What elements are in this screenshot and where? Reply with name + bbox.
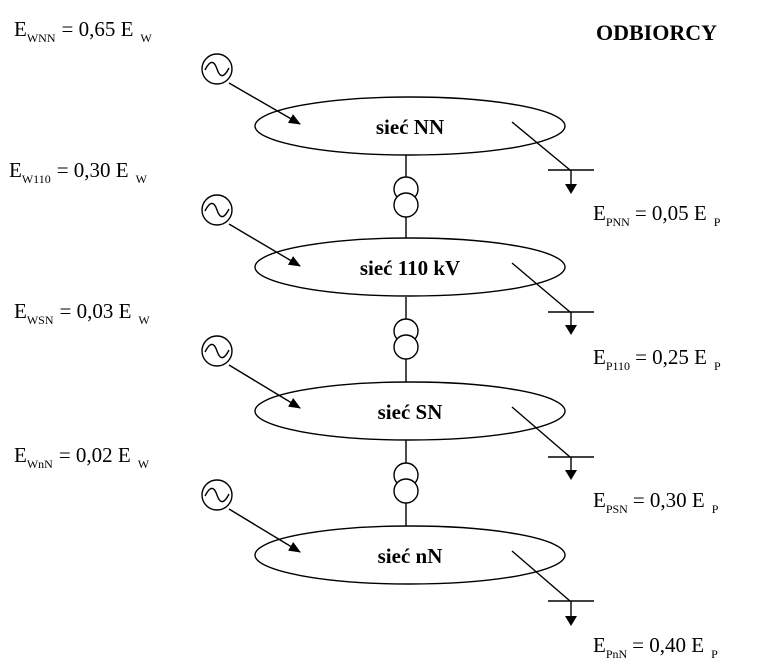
generator-sn xyxy=(201,335,301,409)
generator-icon xyxy=(201,53,233,85)
network-label: sieć nN xyxy=(378,544,443,568)
transformer-icon xyxy=(393,176,419,218)
network-nn-low: sieć nN xyxy=(254,525,566,585)
generator-nn-low xyxy=(201,479,301,553)
generator-nn xyxy=(201,53,301,125)
load-arrow-icon xyxy=(565,470,577,480)
transformer-icon xyxy=(393,462,419,504)
generator-110kv xyxy=(201,194,301,267)
load-arrow-icon xyxy=(565,325,577,335)
generator-icon xyxy=(201,194,233,226)
network-label: sieć NN xyxy=(376,115,444,139)
consumers-title: ODBIORCY xyxy=(596,20,717,45)
network-nn: sieć NN xyxy=(254,96,566,156)
network-sn: sieć SN xyxy=(254,381,566,441)
generator-icon xyxy=(201,335,233,367)
load-sn xyxy=(511,406,594,480)
load-nn-low xyxy=(511,550,594,626)
transformer-icon xyxy=(393,318,419,360)
load-arrow-icon xyxy=(565,616,577,626)
network-label: sieć SN xyxy=(378,400,443,424)
load-arrow-icon xyxy=(565,184,577,194)
network-label: sieć 110 kV xyxy=(360,256,460,280)
network-110kv: sieć 110 kV xyxy=(254,237,566,297)
load-nn xyxy=(511,121,594,194)
generator-icon xyxy=(201,479,233,511)
load-110kv xyxy=(511,262,594,335)
